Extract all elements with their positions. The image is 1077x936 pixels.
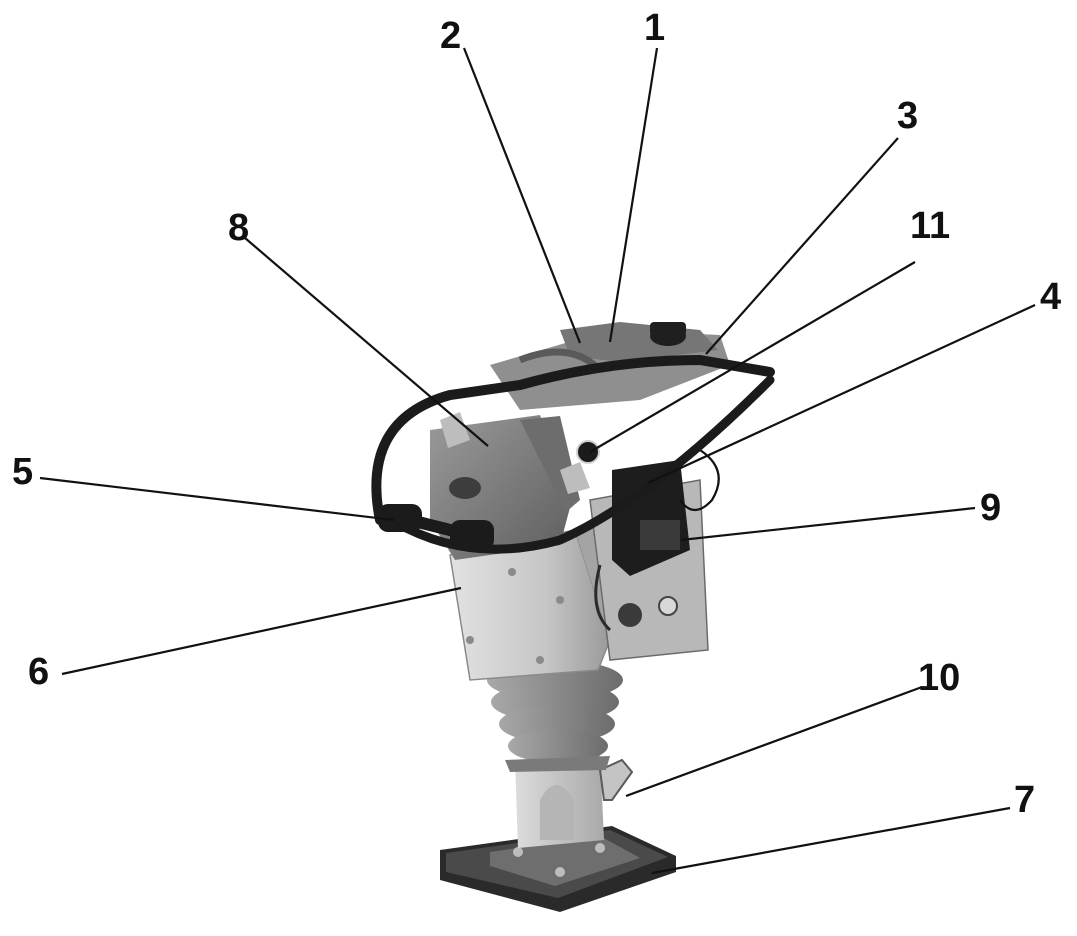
callout-6: 6 xyxy=(28,651,49,693)
bellows xyxy=(487,660,623,772)
callout-9: 9 xyxy=(980,487,1001,529)
guide-handle xyxy=(371,354,775,554)
leader-9 xyxy=(680,506,976,542)
callout-10: 10 xyxy=(918,657,960,699)
leader-2 xyxy=(462,47,582,344)
callout-11: 11 xyxy=(910,205,950,247)
leader-8 xyxy=(244,237,489,447)
leader-1 xyxy=(608,47,659,343)
leader-6 xyxy=(61,586,462,676)
leader-4 xyxy=(647,304,1036,484)
leader-5 xyxy=(39,476,395,522)
leader-10 xyxy=(625,685,923,798)
callout-2: 2 xyxy=(440,15,461,57)
callout-1: 1 xyxy=(644,7,665,49)
ramming-leg xyxy=(515,752,634,848)
leader-7 xyxy=(651,806,1011,875)
callout-3: 3 xyxy=(897,95,918,137)
base-plate xyxy=(440,826,676,912)
callout-7: 7 xyxy=(1014,779,1035,821)
leader-lines xyxy=(39,47,1036,875)
callout-labels: 1 2 3 4 5 6 7 8 9 10 11 xyxy=(12,7,1061,821)
callout-5: 5 xyxy=(12,451,33,493)
leader-3 xyxy=(705,137,899,355)
callout-4: 4 xyxy=(1040,276,1061,318)
callout-8: 8 xyxy=(228,207,249,249)
engine-unit xyxy=(589,449,720,661)
leader-11 xyxy=(589,261,916,453)
rammer-machine xyxy=(371,322,775,912)
